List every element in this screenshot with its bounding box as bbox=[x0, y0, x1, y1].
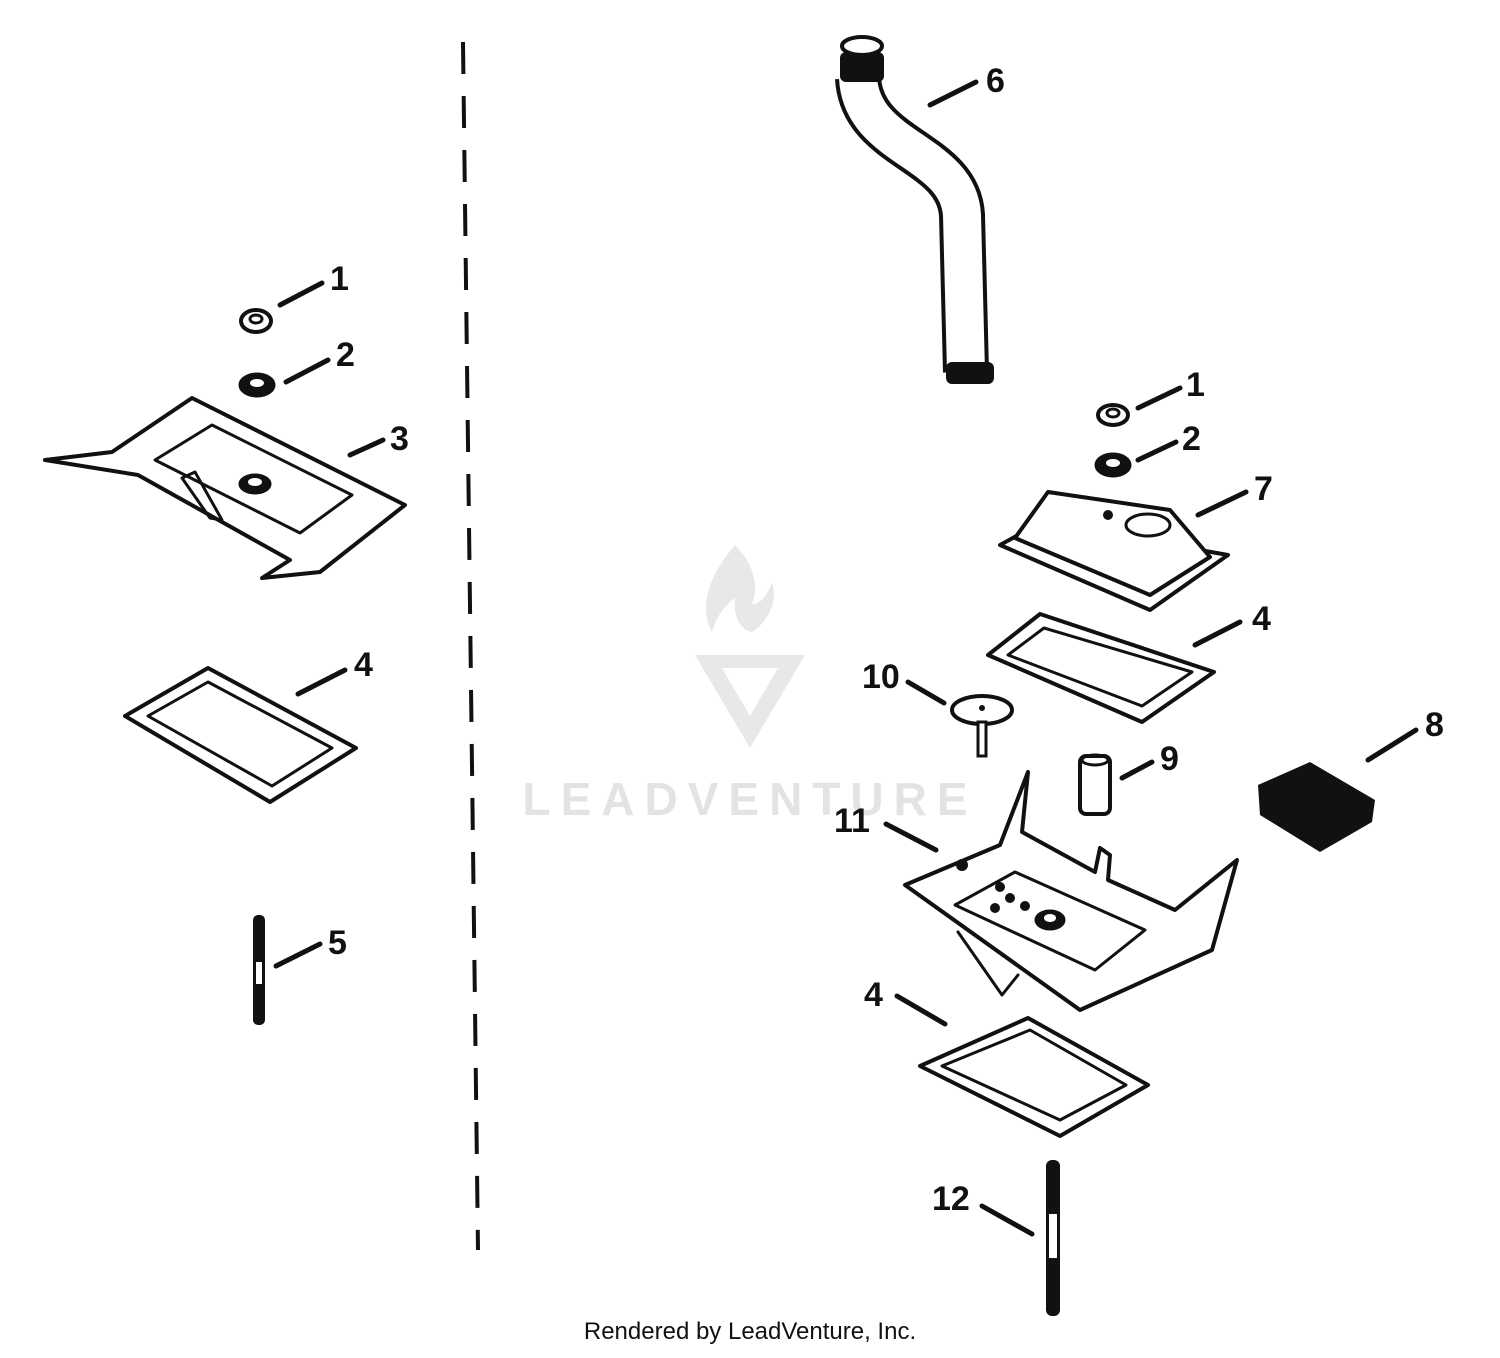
spacer-part bbox=[1078, 753, 1112, 816]
stud-part-left bbox=[253, 915, 265, 1025]
leader-right-4-bottom bbox=[894, 993, 948, 1027]
leader-right-12 bbox=[979, 1203, 1035, 1237]
leader-left-3 bbox=[347, 437, 386, 458]
callout-right-9: 9 bbox=[1160, 740, 1179, 778]
credit-text: Rendered by LeadVenture, Inc. bbox=[583, 1318, 917, 1345]
leader-left-5 bbox=[273, 941, 323, 969]
stud-part-right bbox=[1046, 1160, 1060, 1316]
callout-left-2: 2 bbox=[336, 336, 355, 374]
leader-right-9 bbox=[1119, 759, 1155, 781]
callout-right-6: 6 bbox=[986, 62, 1005, 100]
breather-tube-part bbox=[835, 35, 994, 384]
callout-right-7: 7 bbox=[1254, 470, 1273, 508]
gasket-part-left bbox=[123, 666, 358, 804]
callout-right-4-top: 4 bbox=[1252, 600, 1271, 638]
callout-left-3: 3 bbox=[390, 420, 409, 458]
leader-right-10 bbox=[905, 679, 947, 706]
callout-right-12: 12 bbox=[932, 1180, 970, 1218]
divider-dashed-line bbox=[461, 41, 480, 1251]
callout-right-11: 11 bbox=[834, 802, 870, 840]
leader-right-8 bbox=[1365, 727, 1419, 763]
nut-part-left bbox=[239, 308, 273, 334]
callout-left-4: 4 bbox=[354, 646, 373, 684]
leader-left-4 bbox=[295, 667, 348, 697]
callout-right-1: 1 bbox=[1186, 366, 1205, 404]
filter-element-part bbox=[1258, 762, 1375, 852]
leader-right-7 bbox=[1195, 489, 1249, 518]
cover-part bbox=[998, 490, 1230, 612]
leader-right-1 bbox=[1135, 385, 1183, 411]
watermark-text: LEADVENTURE bbox=[522, 773, 977, 825]
callout-right-8: 8 bbox=[1425, 706, 1444, 744]
callout-right-4-bottom: 4 bbox=[864, 976, 883, 1014]
leader-left-2 bbox=[283, 357, 331, 385]
bracket-plate-part bbox=[43, 396, 407, 580]
leader-right-2 bbox=[1135, 439, 1179, 463]
washer-part-left bbox=[238, 372, 276, 398]
washer-part-right bbox=[1094, 452, 1132, 478]
callout-left-5: 5 bbox=[328, 924, 347, 962]
leader-right-4-top bbox=[1192, 619, 1243, 648]
nut-part-right bbox=[1096, 403, 1130, 427]
valve-part bbox=[950, 694, 1014, 758]
leader-right-11 bbox=[883, 821, 939, 853]
base-part bbox=[903, 770, 1239, 1012]
watermark-logo bbox=[695, 545, 805, 748]
leader-left-1 bbox=[277, 280, 325, 308]
gasket-part-right-top bbox=[986, 612, 1216, 724]
callout-right-2: 2 bbox=[1182, 420, 1201, 458]
callout-left-1: 1 bbox=[330, 260, 349, 298]
gasket-part-right-bottom bbox=[918, 1016, 1150, 1138]
callout-right-10: 10 bbox=[862, 658, 900, 696]
leader-right-6 bbox=[927, 79, 979, 108]
